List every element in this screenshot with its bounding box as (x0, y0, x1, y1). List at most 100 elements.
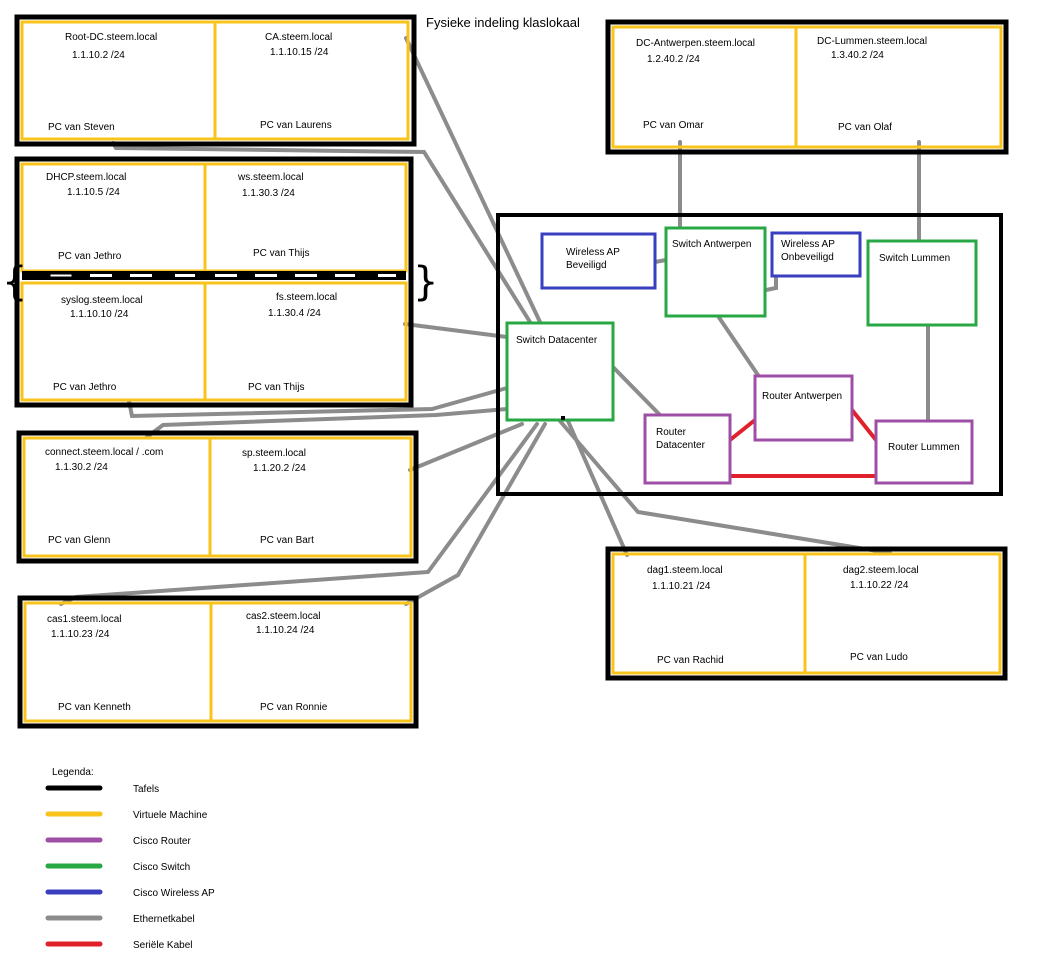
cable-syslog-datacenter (127, 386, 509, 419)
brace-right: } (413, 259, 438, 305)
vm-box-fs (203, 281, 408, 402)
cable-datacenter-routerdc (610, 364, 662, 417)
legend-label: Virtuele Machine (133, 810, 208, 821)
vm-ip-label: 1.1.10.21 /24 (652, 581, 711, 592)
vm-box-cas2 (209, 601, 413, 723)
legend-label: Cisco Wireless AP (133, 888, 215, 899)
wireless-open-label-2: Onbeveiligd (781, 252, 834, 263)
vm-pc-label: PC van Steven (48, 122, 115, 133)
switch-datacenter-label: Switch Datacenter (516, 335, 598, 346)
vm-ip-label: 1.1.10.15 /24 (270, 47, 329, 58)
serial-routerdc-routerantw (728, 418, 757, 442)
wireless-open-label-1: Wireless AP (781, 239, 835, 250)
wireless-ap-secure (540, 232, 657, 290)
cable-wirelesssec-antwerpen (653, 258, 668, 264)
vm-ip-label: 1.1.10.24 /24 (256, 625, 315, 636)
wireless-secure-label-1: Wireless AP (566, 247, 620, 258)
vm-pc-label: PC van Bart (260, 535, 314, 546)
switch-datacenter (505, 321, 615, 422)
vm-pc-label: PC van Laurens (260, 120, 332, 131)
wireless-secure-label-2: Beveiligd (566, 260, 607, 271)
table-gap-dashes (49, 273, 396, 278)
router-antwerpen (753, 374, 854, 442)
switch-port-dot (561, 416, 565, 420)
router-datacenter-label-1: Router (656, 427, 687, 438)
vm-ip-label: 1.1.10.5 /24 (67, 187, 120, 198)
vm-pc-label: PC van Jethro (53, 382, 117, 393)
vm-ip-label: 1.1.10.22 /24 (850, 580, 909, 591)
devices (505, 226, 978, 485)
vm-pc-label: PC van Ludo (850, 652, 908, 663)
vm-host-label: connect.steem.local / .com (45, 447, 163, 458)
table-5 (605, 19, 1009, 155)
router-lummen-label: Router Lummen (888, 442, 960, 453)
vm-box-sp (208, 436, 413, 558)
vm-host-label: syslog.steem.local (61, 295, 143, 306)
router-lummen (874, 419, 974, 485)
wireless-ap-open (770, 231, 862, 278)
legend-label: Seriële Kabel (133, 940, 192, 951)
vm-ip-label: 1.1.30.2 /24 (55, 462, 108, 473)
cable-ca-datacenter (404, 36, 542, 324)
legend-label: Cisco Switch (133, 862, 190, 873)
legend-title: Legenda: (52, 767, 94, 778)
vm-labels: Root-DC.steem.local 1.1.10.2 /24 PC van … (45, 32, 927, 713)
vm-ip-label: 1.1.10.2 /24 (72, 50, 125, 61)
legend-label: Ethernetkabel (133, 914, 195, 925)
vm-ip-label: 1.1.20.2 /24 (253, 463, 306, 474)
vm-box-dag2 (803, 552, 1002, 675)
switch-lummen (866, 239, 978, 327)
vm-pc-label: PC van Thijs (248, 382, 305, 393)
switch-antwerpen (664, 226, 767, 318)
table-3 (16, 430, 419, 564)
vm-host-label: CA.steem.local (265, 32, 332, 43)
vm-ip-label: 1.1.10.23 /24 (51, 629, 110, 640)
legend-label: Tafels (133, 784, 159, 795)
table-2: { } (2, 156, 438, 408)
table-6 (605, 546, 1008, 681)
vm-pc-label: PC van Olaf (838, 122, 892, 133)
vm-host-label: fs.steem.local (276, 292, 337, 303)
vm-pc-label: PC van Rachid (657, 655, 724, 666)
vm-box-dc-lummen (794, 25, 1003, 149)
vm-box-ca (213, 20, 410, 141)
vm-pc-label: PC van Omar (643, 120, 704, 131)
cable-dag2-datacenter (558, 419, 892, 555)
router-antwerpen-label: Router Antwerpen (762, 391, 842, 402)
switch-lummen-label: Switch Lummen (879, 253, 950, 264)
vm-pc-label: PC van Kenneth (58, 702, 131, 713)
cable-sp-datacenter (408, 422, 524, 472)
table-gap (22, 271, 406, 280)
router-datacenter (643, 413, 732, 485)
vm-host-label: dag2.steem.local (843, 565, 919, 576)
serial-routerantw-routerlummen (850, 408, 878, 442)
serial-cables (728, 408, 878, 478)
device-labels: Wireless AP Beveiligd Switch Antwerpen W… (516, 239, 960, 453)
datacenter-table (496, 213, 1003, 496)
vm-ip-label: 1.3.40.2 /24 (831, 50, 884, 61)
vm-host-label: dag1.steem.local (647, 565, 723, 576)
cable-antwerpen-routerantw (716, 314, 762, 380)
diagram-title: Fysieke indeling klaslokaal (426, 15, 580, 30)
vm-host-label: DHCP.steem.local (46, 172, 126, 183)
legend-label: Cisco Router (133, 836, 191, 847)
switch-antwerpen-label: Switch Antwerpen (672, 239, 752, 250)
table-4 (17, 595, 419, 729)
vm-pc-label: PC van Ronnie (260, 702, 328, 713)
vm-pc-label: PC van Thijs (253, 248, 310, 259)
cable-cas2-datacenter (404, 422, 547, 606)
brace-left: { (2, 259, 27, 305)
table-1 (14, 14, 417, 147)
vm-host-label: cas2.steem.local (246, 611, 320, 622)
vm-host-label: cas1.steem.local (47, 614, 121, 625)
vm-ip-label: 1.1.30.3 /24 (242, 188, 295, 199)
vm-pc-label: PC van Jethro (58, 251, 122, 262)
ethernet-cables (59, 36, 930, 606)
vm-ip-label: 1.1.10.10 /24 (70, 309, 129, 320)
cable-fs-datacenter (403, 322, 509, 339)
vm-host-label: ws.steem.local (237, 172, 304, 183)
vm-host-label: DC-Lummen.steem.local (817, 36, 927, 47)
